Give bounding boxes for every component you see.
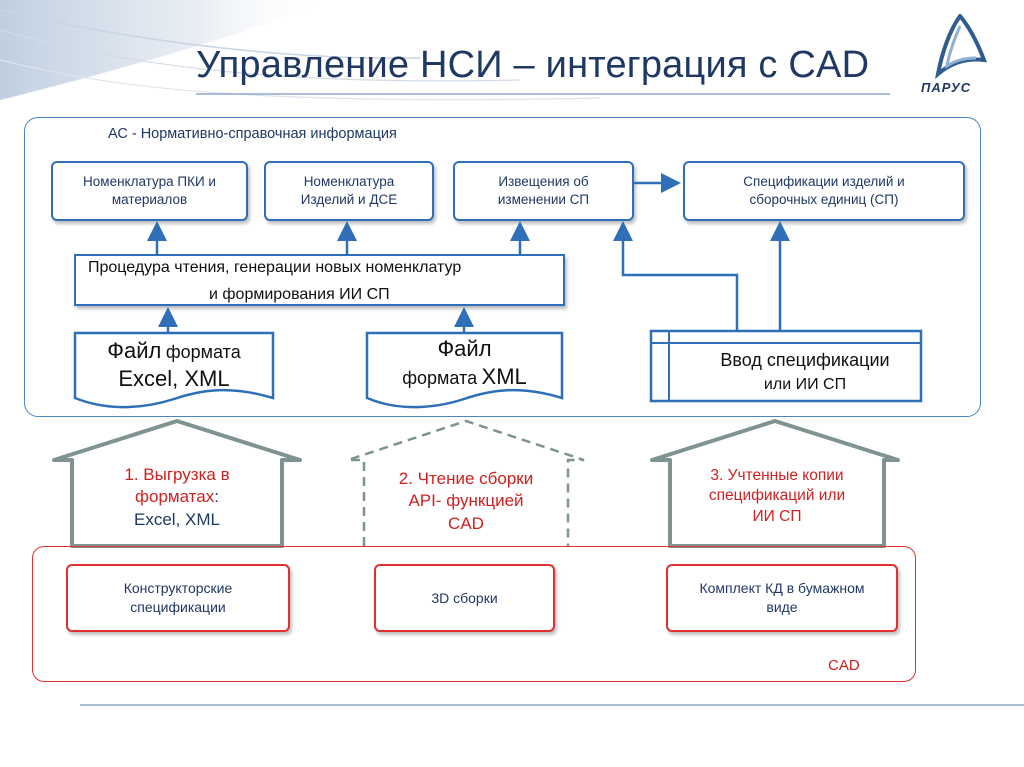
file-excel-line2: Excel, XML — [118, 365, 230, 391]
specifications-line1: Спецификации изделий и — [743, 173, 905, 189]
api-text: 2. Чтение сборки API- функцией CAD — [364, 468, 568, 535]
design-specs-box: Конструкторские спецификации — [66, 564, 290, 632]
spec-input-line2: или ИИ СП — [763, 376, 847, 394]
nomenclature-items-line1: Номенклатура — [303, 173, 395, 189]
export-line3: Excel, XML — [134, 509, 220, 529]
file-xml-word1: формата — [402, 367, 478, 388]
file-excel-word1: Файл — [107, 338, 162, 363]
procedure-line1: Процедура чтения, генерации новых номенк… — [88, 259, 462, 276]
export-arrow-shape — [52, 419, 302, 548]
api-line3: CAD — [448, 513, 484, 533]
api-arrow-shape — [347, 419, 585, 546]
design-specs-line1: Конструкторские — [123, 580, 233, 597]
nomenclature-pki-line1: Номенклатура ПКИ и — [83, 173, 216, 189]
copies-line3: ИИ СП — [752, 507, 802, 525]
logo-text: ПАРУС — [921, 80, 972, 95]
as-system-frame — [24, 117, 981, 417]
specifications-box: Спецификации изделий и сборочных единиц (… — [683, 161, 965, 221]
as-system-label: АС - Нормативно-справочная информация — [108, 126, 397, 142]
copies-line1: 3. Учтенные копии — [710, 467, 844, 484]
file-xml-word2: XML — [481, 363, 527, 389]
file-excel-word2: формата — [165, 342, 241, 362]
export-line2b: : — [214, 487, 219, 507]
export-line2a: форматах — [135, 487, 215, 507]
procedure-line2: и формирования ИИ СП — [209, 286, 390, 303]
export-line1: 1. Выгрузка в — [124, 465, 230, 484]
copies-arrow-shape — [650, 419, 900, 548]
file-excel-text: Файл формата Excel, XML — [75, 337, 273, 392]
change-notices-box: Извещения об изменении СП — [453, 161, 634, 221]
nomenclature-pki-line2: материалов — [111, 192, 188, 207]
cad-frame — [32, 546, 916, 682]
page-title: Управление НСИ – интеграция с CAD — [196, 44, 870, 86]
paper-kd-box: Комплект КД в бумажном виде — [666, 564, 898, 632]
nomenclature-pki-box: Номенклатура ПКИ и материалов — [51, 161, 248, 221]
copies-text: 3. Учтенные копии спецификаций или ИИ СП — [670, 466, 884, 527]
spec-input-text: Ввод спецификации или ИИ СП — [690, 347, 920, 396]
specifications-line2: сборочных единиц (СП) — [749, 192, 899, 207]
change-notices-line1: Извещения об — [498, 173, 589, 189]
file-xml-line1: Файл — [437, 336, 492, 361]
file-xml-text: Файл формата XML — [367, 335, 562, 390]
arrow-input-to-notices — [613, 221, 739, 331]
export-text: 1. Выгрузка в форматах: Excel, XML — [72, 464, 282, 531]
paper-kd-line1: Комплект КД в бумажном — [699, 580, 865, 597]
assemblies-3d-label: 3D сборки — [431, 589, 498, 606]
nomenclature-items-line2: Изделий и ДСЕ — [300, 192, 398, 207]
spec-input-line1: Ввод спецификации — [720, 350, 890, 370]
file-xml-doc — [365, 331, 564, 409]
change-notices-line2: изменении СП — [497, 192, 590, 207]
procedure-box: Процедура чтения, генерации новых номенк… — [74, 254, 565, 306]
file-excel-doc — [73, 331, 275, 409]
api-line2: API- функцией — [408, 491, 524, 511]
design-specs-line2: спецификации — [130, 599, 226, 615]
copies-line2: спецификаций или — [708, 487, 846, 505]
api-line1: 2. Чтение сборки — [398, 469, 534, 488]
assemblies-3d-box: 3D сборки — [374, 564, 555, 632]
paper-kd-line2: виде — [766, 599, 798, 615]
cad-label: CAD — [828, 657, 860, 674]
parus-sail-logo-icon — [935, 14, 988, 80]
